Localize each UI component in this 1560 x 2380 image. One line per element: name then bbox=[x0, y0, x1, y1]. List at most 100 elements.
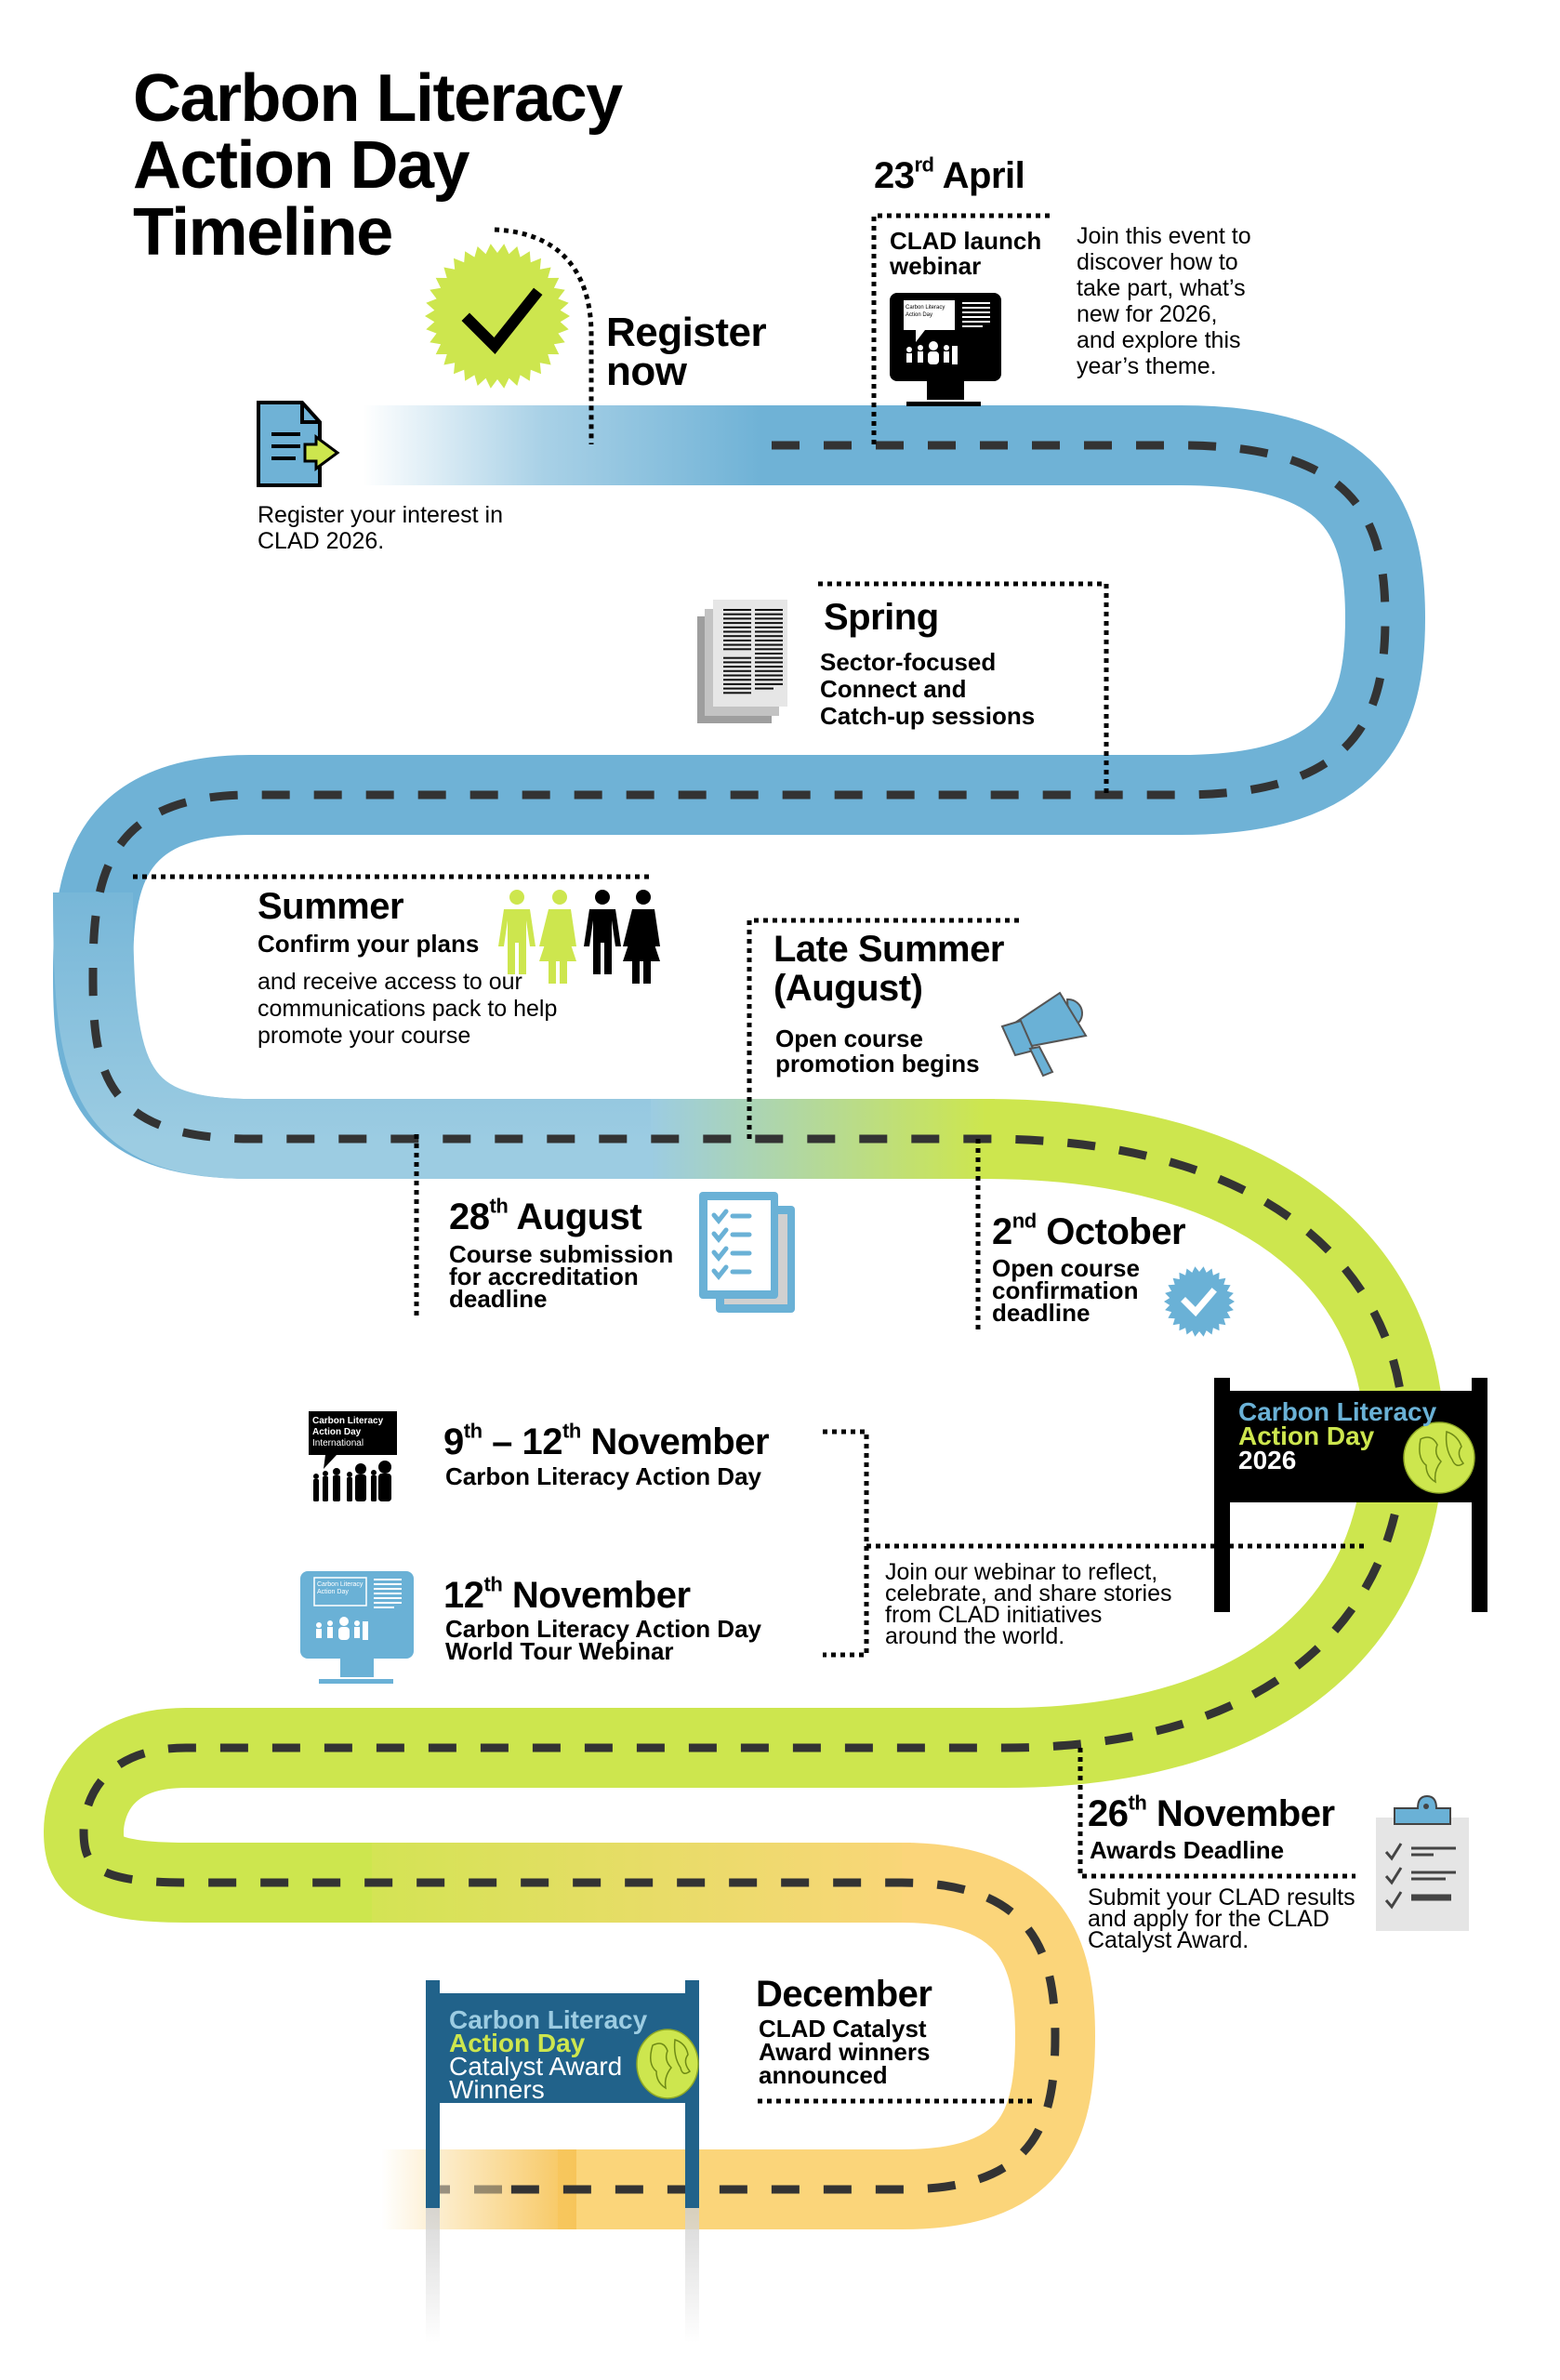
desc-line: take part, what’s bbox=[1077, 275, 1246, 301]
sign-line: Action Day bbox=[449, 2029, 586, 2057]
subtitle-line: CLAD Catalyst bbox=[759, 2015, 927, 2043]
date-number: 12 bbox=[443, 1575, 484, 1616]
subtitle-line: Connect and bbox=[820, 675, 967, 703]
svg-text:Carbon Literacy: Carbon Literacy bbox=[317, 1581, 364, 1588]
crowd-person bbox=[378, 1461, 391, 1474]
spring-subtitle: Sector-focused Connect and Catch-up sess… bbox=[820, 649, 1035, 730]
document-arrow-icon bbox=[257, 401, 340, 487]
road-centre-dashes bbox=[79, 441, 1408, 2194]
globe-icon bbox=[1403, 1421, 1475, 1494]
documents-stack-icon bbox=[697, 600, 787, 723]
sign-line: Winners bbox=[449, 2075, 545, 2104]
date-number: 2 bbox=[992, 1211, 1012, 1252]
svg-text:Action Day: Action Day bbox=[312, 1427, 362, 1437]
subtitle-line: Catch-up sessions bbox=[820, 702, 1036, 730]
desc-line: and apply for the CLAD bbox=[1088, 1906, 1329, 1932]
desc-line: new for 2026, bbox=[1077, 301, 1218, 327]
caption-line: CLAD 2026. bbox=[258, 528, 385, 554]
date-ordinal: rd bbox=[914, 152, 935, 177]
nov26-description: Submit your CLAD results and apply for t… bbox=[1088, 1884, 1355, 1952]
heading-line: (August) bbox=[773, 968, 923, 1009]
date-number: 12 bbox=[522, 1421, 563, 1462]
connector-late-summer bbox=[747, 918, 1021, 1139]
crowd-person bbox=[333, 1468, 340, 1475]
caption-line: Register your interest in bbox=[258, 502, 504, 528]
clipboard-checklist-icon bbox=[1376, 1794, 1469, 1931]
people-group-icon bbox=[498, 890, 660, 984]
person-figure bbox=[595, 890, 610, 905]
nov26-subtitle: Awards Deadline bbox=[1090, 1836, 1285, 1864]
desc-line: Join our webinar to reflect, bbox=[885, 1559, 1158, 1585]
date-ordinal: th bbox=[562, 1419, 581, 1443]
late-summer-subtitle: Open course promotion begins bbox=[775, 1026, 980, 1077]
heading-line: Late Summer bbox=[773, 929, 1004, 970]
subtitle-line: for accreditation bbox=[449, 1263, 639, 1290]
subtitle-line: World Tour Webinar bbox=[445, 1637, 674, 1665]
desc-line: discover how to bbox=[1077, 249, 1238, 275]
sign-catalyst-text: Carbon Literacy Action Day Catalyst Awar… bbox=[449, 2007, 647, 2104]
december-subtitle: CLAD Catalyst Award winners announced bbox=[759, 2015, 930, 2087]
title-line: Carbon Literacy bbox=[133, 61, 623, 136]
crowd-person bbox=[313, 1479, 319, 1501]
desc-line: Join this event to bbox=[1077, 223, 1251, 249]
webinar-monitor-icon: Carbon Literacy Action Day bbox=[890, 293, 1001, 406]
nov12-subtitle: Carbon Literacy Action Day World Tour We… bbox=[445, 1617, 761, 1665]
subtitle-line: Open course bbox=[775, 1025, 923, 1052]
sign-clad-2026 bbox=[1214, 1378, 1487, 1618]
person-figure bbox=[623, 909, 660, 984]
verified-badge-icon bbox=[1164, 1266, 1235, 1337]
crowd-person bbox=[333, 1475, 340, 1501]
desc-line: around the world. bbox=[885, 1623, 1065, 1649]
aug28-subtitle: Course submission for accreditation dead… bbox=[449, 1240, 674, 1313]
december-heading: December bbox=[756, 1974, 932, 2015]
desc-line: communications pack to help bbox=[258, 996, 558, 1022]
date-number: 23 bbox=[874, 155, 915, 196]
crowd-person bbox=[371, 1475, 377, 1501]
subtitle-line: Open course bbox=[992, 1254, 1140, 1282]
desc-line: and explore this bbox=[1077, 327, 1241, 353]
april-description: Join this event to discover how to take … bbox=[1077, 223, 1251, 379]
summer-heading: Summer bbox=[258, 886, 404, 927]
subtitle-line: deadline bbox=[992, 1299, 1091, 1327]
april-date: 23rd April bbox=[874, 154, 1025, 196]
date-ordinal: th bbox=[463, 1419, 483, 1443]
aug28-date: 28th August bbox=[449, 1194, 642, 1236]
title-line: Timeline bbox=[133, 195, 393, 270]
spring-heading: Spring bbox=[824, 597, 939, 638]
subtitle-line: Course submission bbox=[449, 1240, 674, 1268]
sign-line: 2026 bbox=[1238, 1446, 1297, 1474]
register-caption: Register your interest in CLAD 2026. bbox=[258, 502, 503, 554]
date-month: November bbox=[590, 1421, 770, 1462]
register-heading[interactable]: Register now bbox=[606, 310, 767, 392]
svg-text:International: International bbox=[312, 1438, 364, 1448]
subtitle-line: promotion begins bbox=[775, 1050, 980, 1078]
subtitle-line: CLAD launch bbox=[890, 227, 1042, 255]
register-heading-line: Register bbox=[606, 310, 767, 355]
svg-text:Carbon Literacy: Carbon Literacy bbox=[312, 1416, 384, 1426]
crowd-person bbox=[355, 1463, 366, 1474]
nov9-date: 9th – 12th November bbox=[443, 1419, 770, 1462]
date-ordinal: th bbox=[1128, 1791, 1147, 1815]
person-figure bbox=[509, 890, 524, 905]
date-ordinal: th bbox=[483, 1572, 503, 1596]
road-segment-start bbox=[363, 405, 762, 485]
oct2-subtitle: Open course confirmation deadline bbox=[992, 1254, 1140, 1327]
sign-catalyst-award bbox=[426, 1980, 699, 2343]
sign-line: Action Day bbox=[1238, 1421, 1375, 1450]
desc-line: Submit your CLAD results bbox=[1088, 1884, 1355, 1911]
connector-nov bbox=[823, 1429, 869, 1658]
nov26-date: 26th November bbox=[1088, 1791, 1335, 1834]
date-month: November bbox=[1156, 1793, 1335, 1834]
date-ordinal: th bbox=[489, 1194, 509, 1218]
connector-register bbox=[494, 227, 594, 444]
page-title: Carbon Literacy Action Day Timeline bbox=[133, 61, 623, 270]
date-number: 9 bbox=[443, 1421, 464, 1462]
desc-line: promote your course bbox=[258, 1023, 471, 1049]
checklist-icon bbox=[699, 1192, 795, 1313]
subtitle-line: deadline bbox=[449, 1285, 548, 1313]
megaphone-icon bbox=[1000, 991, 1088, 1078]
connector-april bbox=[871, 213, 1051, 444]
svg-text:Action Day: Action Day bbox=[317, 1589, 349, 1595]
person-figure bbox=[584, 909, 621, 974]
